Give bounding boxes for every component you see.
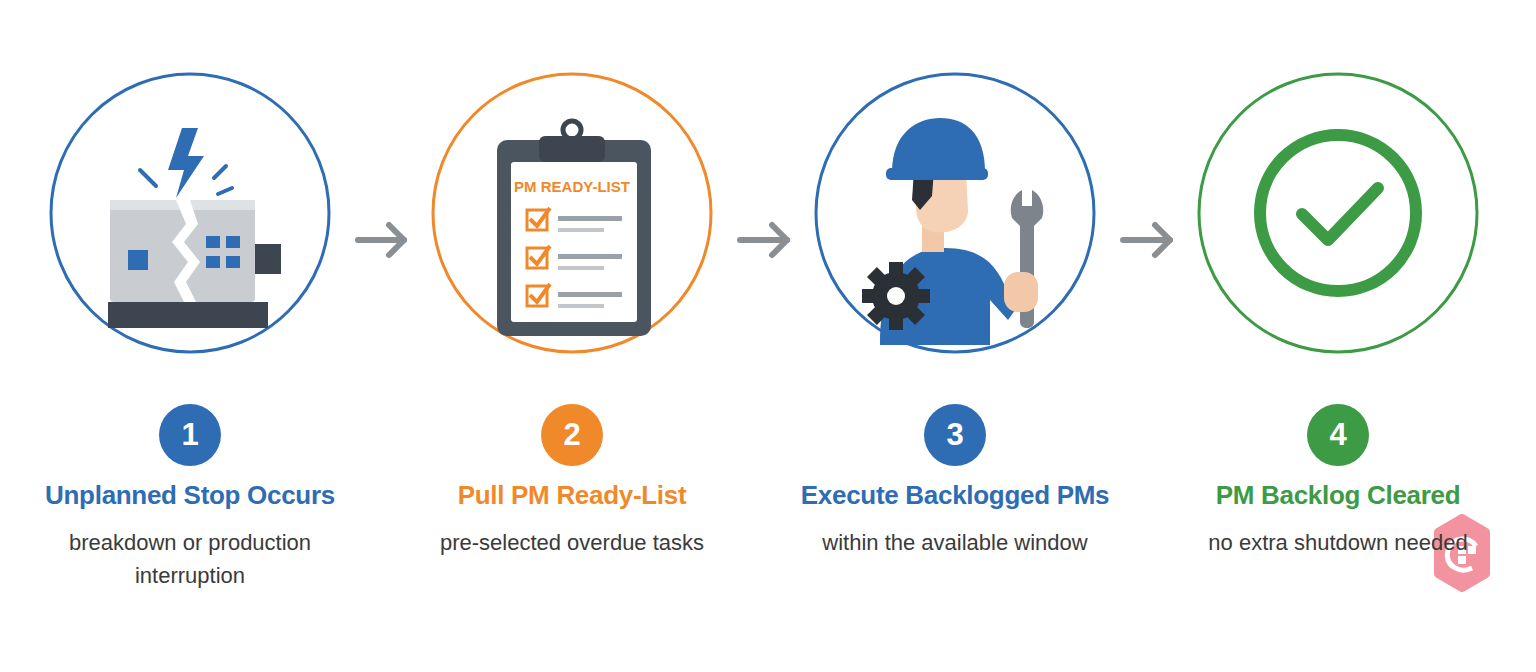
flow-arrow xyxy=(1123,225,1170,255)
step-circle xyxy=(51,74,329,352)
check-icon xyxy=(1260,135,1416,291)
step-number-badge: 3 xyxy=(924,404,986,466)
step-number-badge: 1 xyxy=(159,404,221,466)
step-description: within the available window xyxy=(795,526,1115,559)
step-description: no extra shutdown needed xyxy=(1178,526,1498,559)
process-step: 4PM Backlog Clearedno extra shutdown nee… xyxy=(1178,60,1498,620)
broken-machine-icon xyxy=(108,128,281,328)
step-title: Execute Backlogged PMs xyxy=(775,479,1135,511)
clipboard-heading: PM READY-LIST xyxy=(472,178,672,195)
step-number-badge: 2 xyxy=(541,404,603,466)
worker-icon xyxy=(862,118,1043,345)
flow-arrow xyxy=(358,225,404,255)
step-description: breakdown or production interruption xyxy=(30,526,350,592)
flow-arrow xyxy=(740,225,787,255)
step-description: pre-selected overdue tasks xyxy=(412,526,732,559)
step-title: Pull PM Ready-List xyxy=(392,479,752,511)
clipboard-icon xyxy=(497,121,651,336)
step-circle xyxy=(1199,74,1477,352)
step-circle xyxy=(816,74,1094,352)
process-step: 3Execute Backlogged PMswithin the availa… xyxy=(795,60,1115,620)
step-title: PM Backlog Cleared xyxy=(1158,479,1518,511)
process-step: 2Pull PM Ready-Listpre-selected overdue … xyxy=(412,60,732,620)
step-number-badge: 4 xyxy=(1307,404,1369,466)
step-circle xyxy=(433,74,711,352)
step-title: Unplanned Stop Occurs xyxy=(10,479,370,511)
process-step: 1Unplanned Stop Occursbreakdown or produ… xyxy=(30,60,350,620)
